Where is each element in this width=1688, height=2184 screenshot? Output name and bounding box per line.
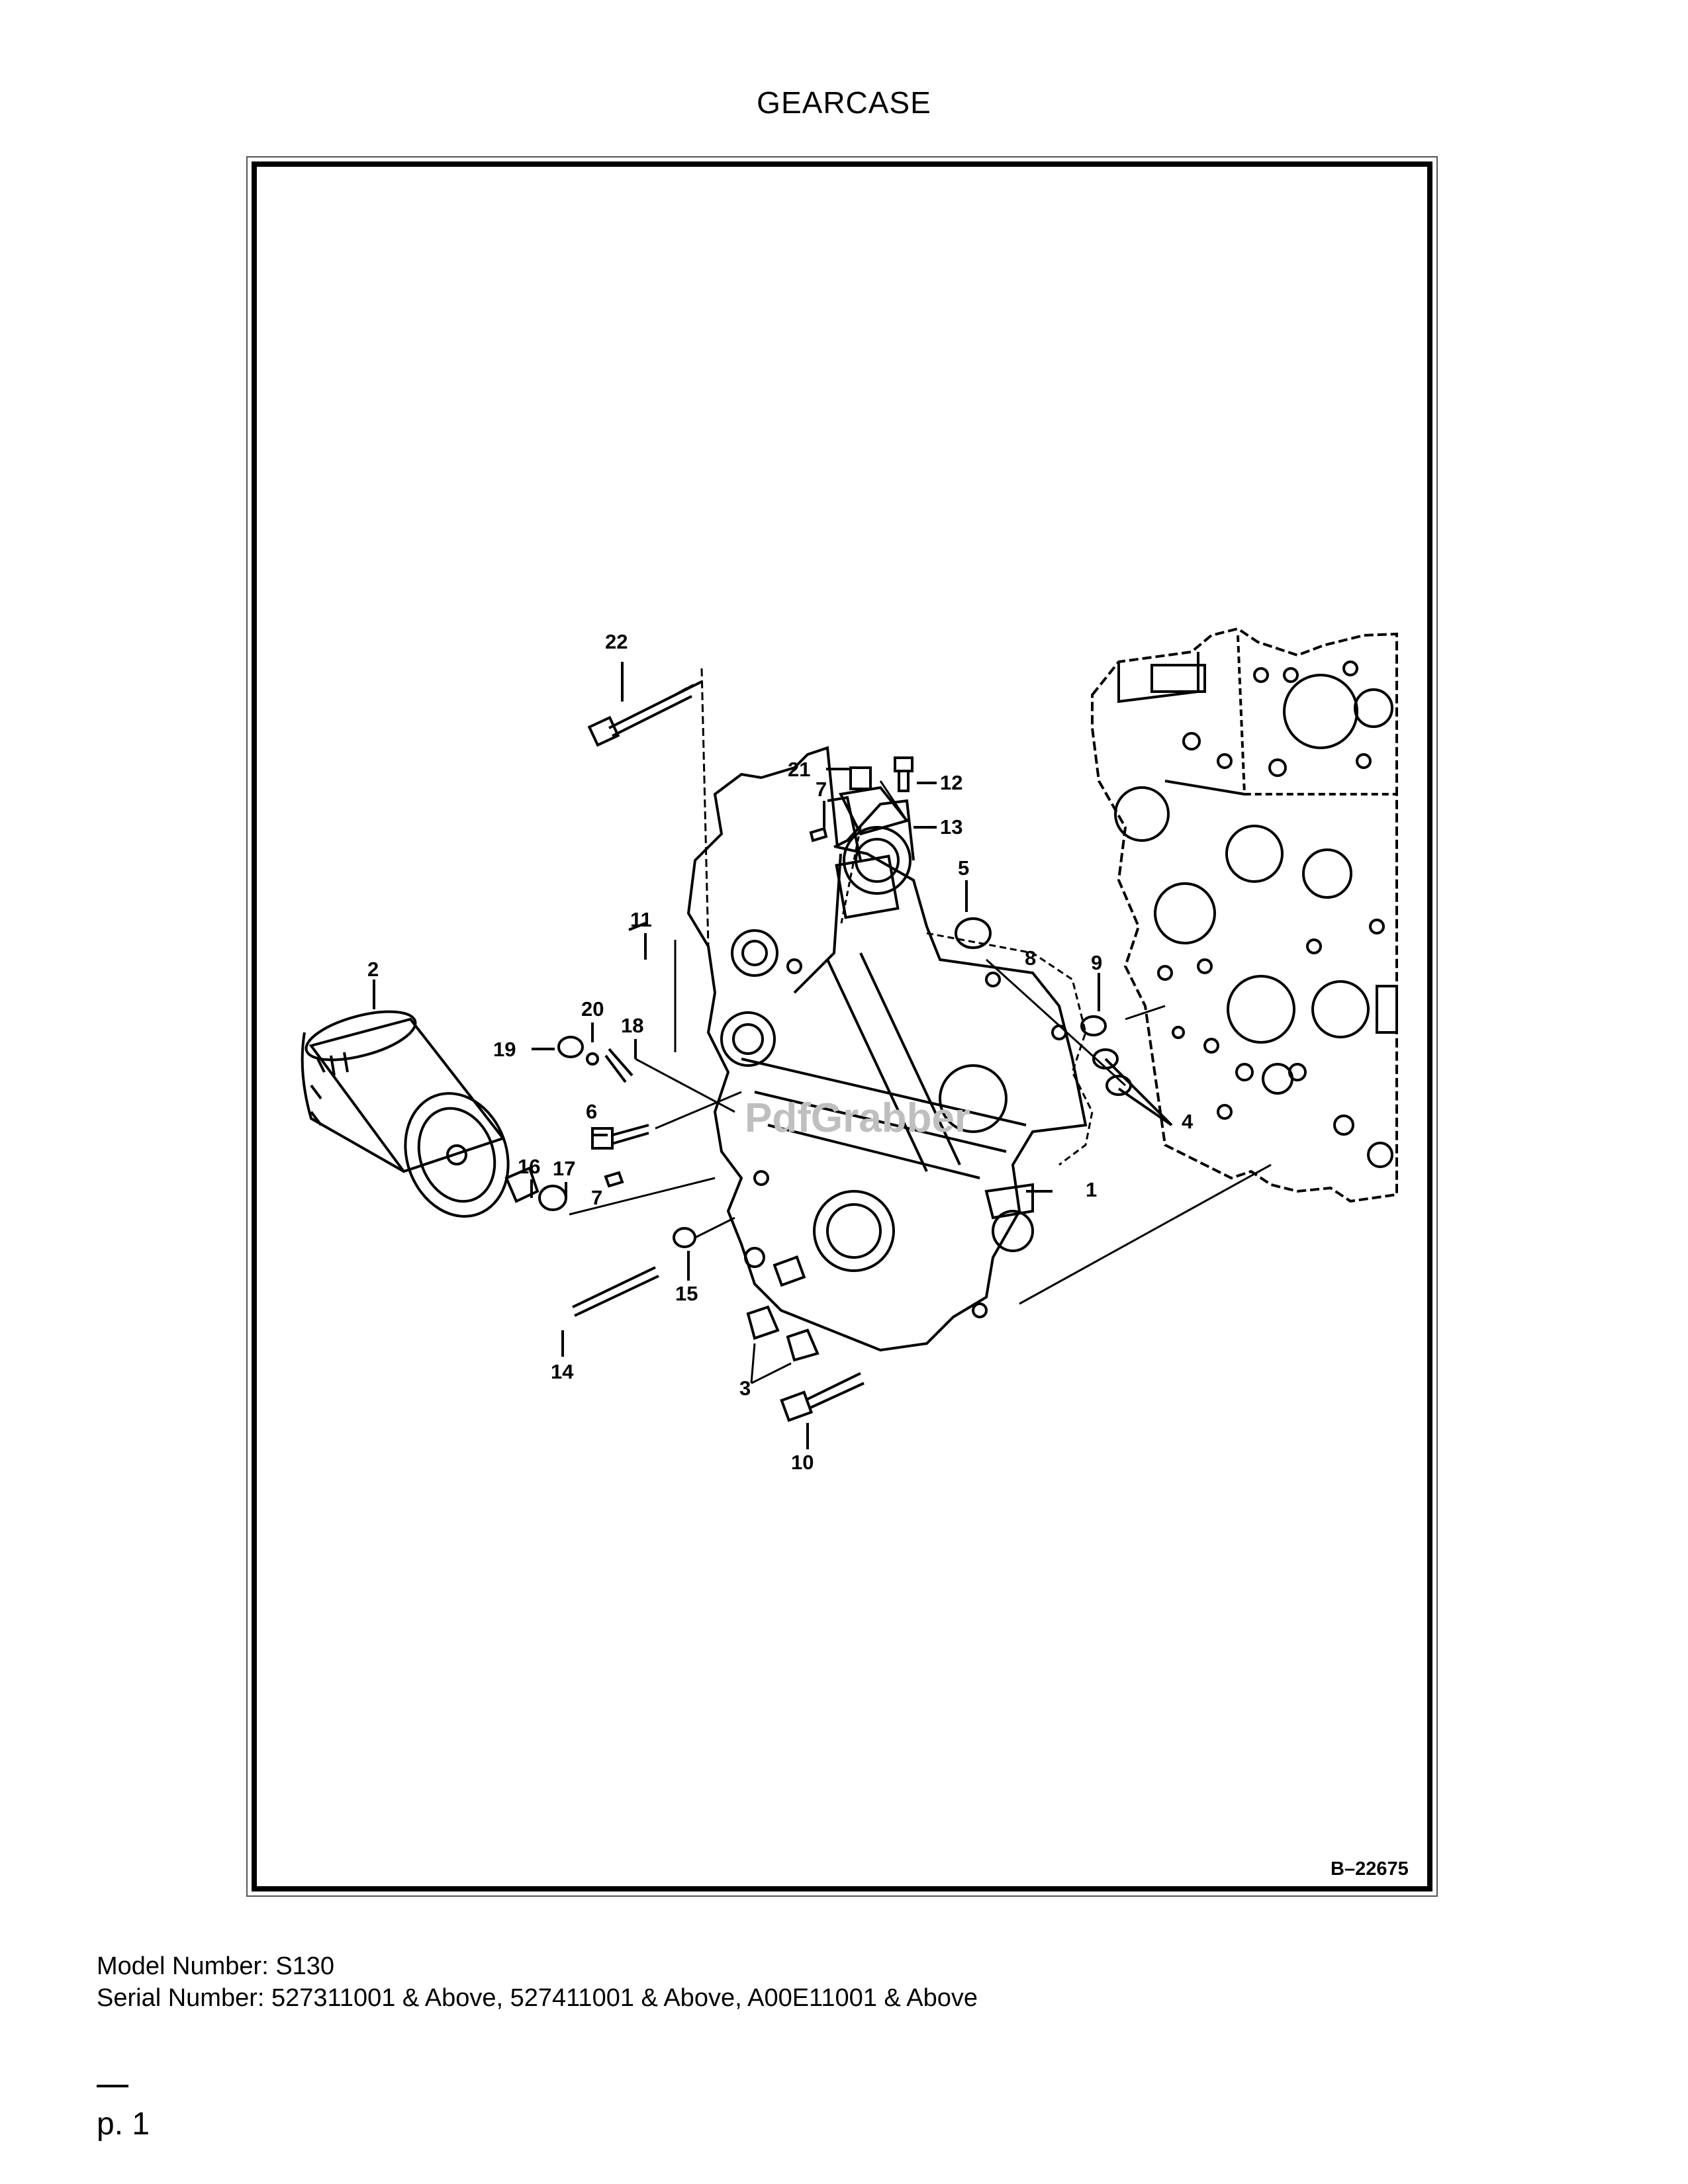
callout-11: 11 — [630, 908, 652, 931]
page-separator — [97, 2085, 128, 2087]
serial-number: Serial Number: 527311001 & Above, 527411… — [97, 1984, 978, 2012]
callout-22: 22 — [605, 630, 628, 653]
callout-15: 15 — [675, 1282, 698, 1305]
callout-ticks — [373, 662, 1173, 1449]
small-parts — [504, 680, 1132, 1422]
model-number: Model Number: S130 — [97, 1952, 335, 1980]
callout-1: 1 — [1086, 1178, 1097, 1201]
callout-12: 12 — [940, 771, 962, 794]
callout-10: 10 — [791, 1451, 814, 1474]
page-number: p. 1 — [97, 2107, 150, 2142]
callout-21: 21 — [788, 758, 810, 781]
diagram-frame-outer — [246, 156, 1438, 1897]
diagram-frame — [252, 161, 1432, 1891]
page-title: GEARCASE — [757, 85, 931, 120]
callout-9: 9 — [1091, 951, 1102, 974]
callout-17: 17 — [553, 1157, 575, 1180]
callout-19: 19 — [493, 1038, 516, 1061]
callout-18: 18 — [621, 1014, 643, 1037]
callout-8: 8 — [1025, 946, 1036, 970]
callout-13: 13 — [940, 815, 962, 839]
callout-3: 3 — [739, 1377, 751, 1400]
callout-16: 16 — [518, 1155, 540, 1178]
callout-2: 2 — [367, 958, 379, 981]
gearcase — [686, 746, 1088, 1352]
leader-lines — [569, 668, 1272, 1385]
callout-7-lower: 7 — [591, 1186, 602, 1209]
figure-id: B–22675 — [1331, 1858, 1409, 1880]
callout-14: 14 — [551, 1360, 574, 1383]
callout-4: 4 — [1182, 1110, 1194, 1133]
callout-7-upper: 7 — [816, 778, 827, 801]
callout-6: 6 — [586, 1100, 597, 1123]
watermark: PdfGrabber — [745, 1095, 970, 1141]
callout-5: 5 — [958, 856, 969, 880]
callout-20: 20 — [581, 997, 604, 1021]
oil-filter — [301, 1010, 510, 1218]
engine-block — [1091, 627, 1398, 1203]
